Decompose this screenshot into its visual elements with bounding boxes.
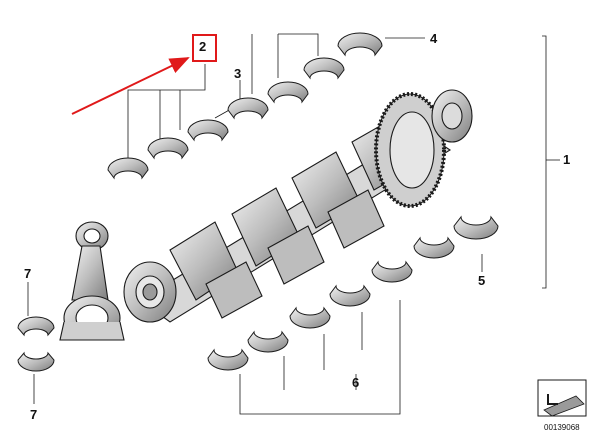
callout-5: 5 bbox=[478, 273, 486, 288]
callout-6: 6 bbox=[352, 375, 360, 390]
view-orientation-icon bbox=[537, 379, 587, 417]
lower-bearing-shells bbox=[207, 215, 499, 371]
callout-7-top: 7 bbox=[24, 266, 32, 281]
callout-3: 3 bbox=[234, 66, 242, 81]
red-arrow-icon bbox=[71, 57, 190, 115]
leader-lines-lower bbox=[239, 300, 401, 415]
upper-bearing-shells bbox=[107, 32, 383, 180]
callout-2: 2 bbox=[199, 39, 207, 54]
callout-7-bottom: 7 bbox=[30, 407, 38, 422]
highlight-box bbox=[192, 34, 217, 62]
crankshaft bbox=[123, 89, 473, 323]
callout-4: 4 bbox=[430, 31, 438, 46]
document-number: 00139068 bbox=[544, 423, 580, 432]
rod-bearing-shells bbox=[17, 282, 55, 404]
callout-1: 1 bbox=[563, 152, 571, 167]
leader-lines-upper bbox=[127, 33, 560, 289]
connecting-rod bbox=[59, 221, 125, 341]
